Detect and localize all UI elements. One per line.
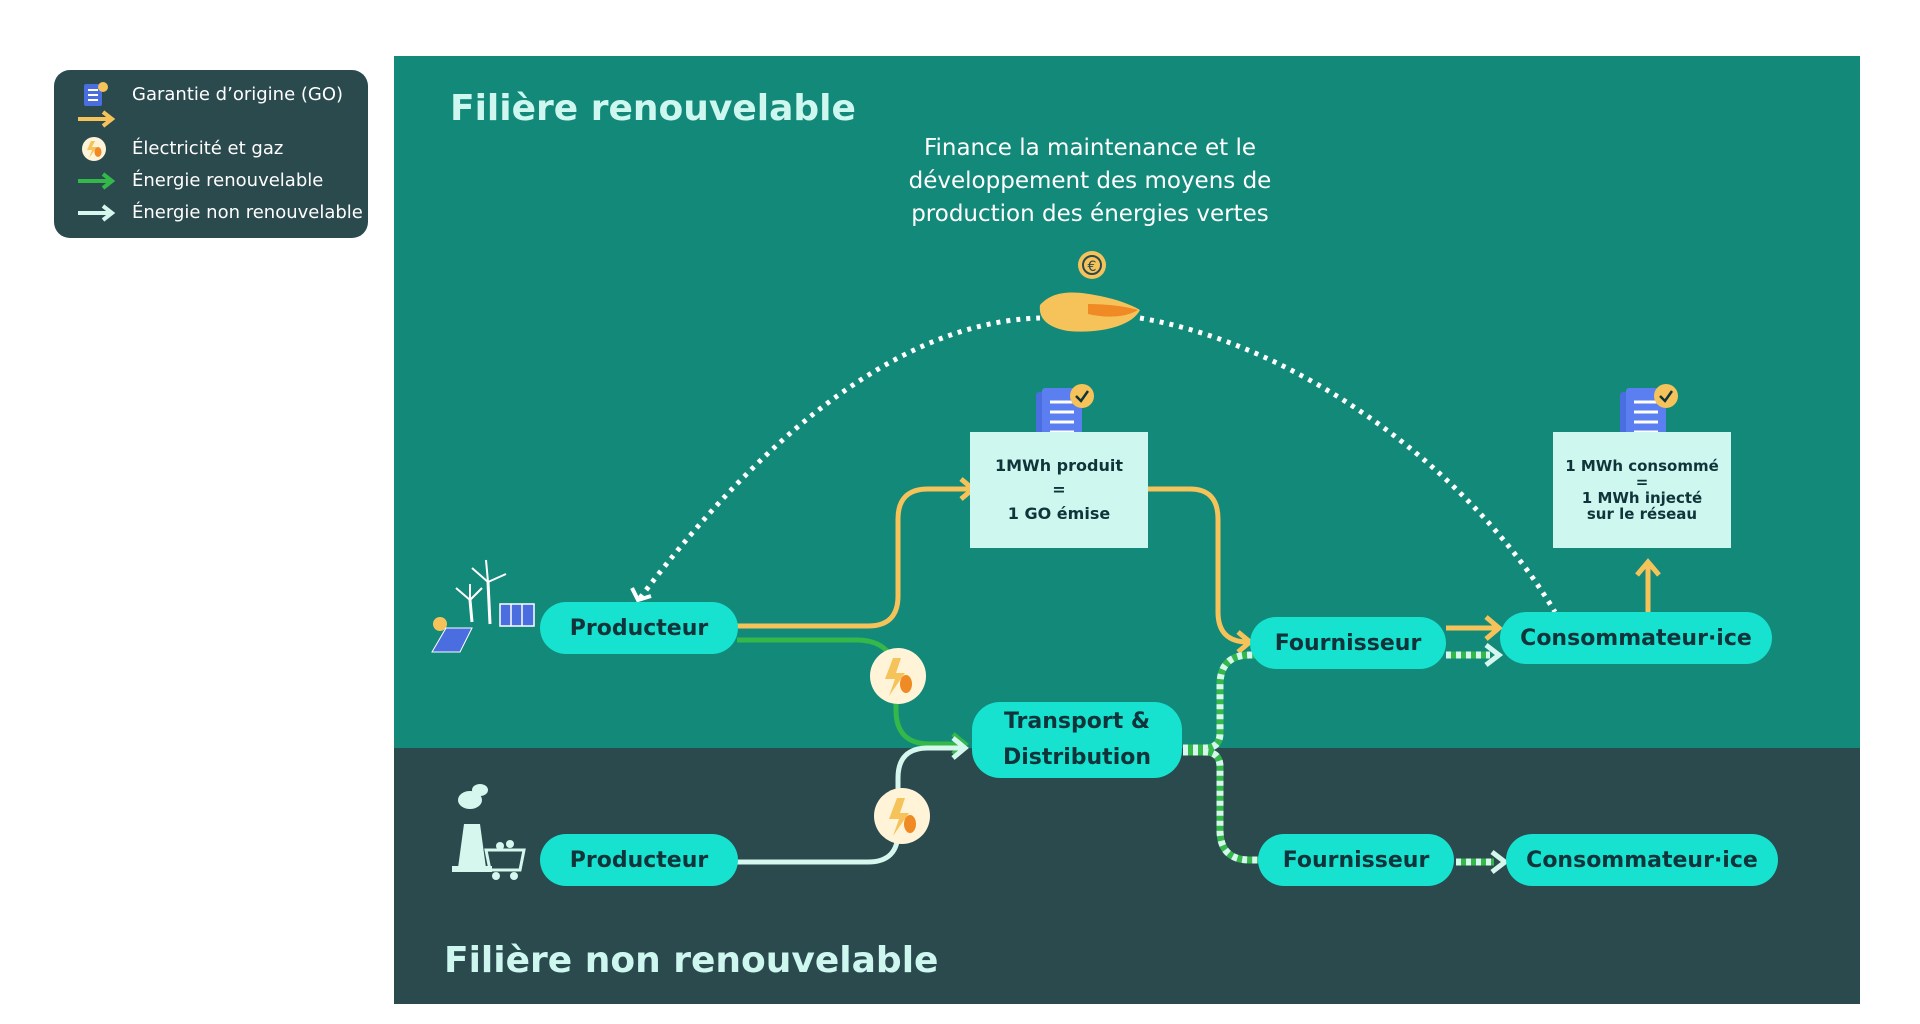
legend-item-go-arrow (54, 104, 368, 134)
renewable-title: Filière renouvelable (450, 88, 856, 129)
legend-label-electricity: Électricité et gaz (132, 138, 284, 159)
go-emission-box: 1MWh produit = 1 GO émise (970, 432, 1148, 548)
supplier-nonrenewable: Fournisseur (1258, 834, 1454, 886)
legend-item-go: Garantie d’origine (GO) (54, 80, 368, 110)
consumer-renewable: Consommateur·ice (1500, 612, 1772, 664)
finance-arc-left (638, 315, 1041, 600)
yellow-arrow-icon (78, 110, 116, 128)
consumption-box-line2: = (1635, 473, 1649, 491)
legend-item-electricity: Électricité et gaz (54, 134, 368, 164)
go-box-line2: = (1052, 480, 1066, 499)
legend-label-go: Garantie d’origine (GO) (132, 84, 344, 105)
legend-label-nonrenewable: Énergie non renouvelable (132, 202, 363, 223)
nonrenewable-title: Filière non renouvelable (444, 940, 939, 981)
producer-renewable: Producteur (540, 602, 738, 654)
svg-text:€: € (1088, 259, 1097, 275)
legend: Garantie d’origine (GO) Électricité et g… (54, 70, 368, 238)
electricity-gas-icon (870, 648, 926, 704)
consumption-box-line4: sur le réseau (1586, 505, 1698, 523)
go-box-line1: 1MWh produit (995, 456, 1123, 475)
white-arrow-icon (78, 204, 116, 222)
consumption-box-line3: 1 MWh injecté (1581, 489, 1703, 507)
legend-label-renewable: Énergie renouvelable (132, 170, 324, 191)
coin-icon: € (1078, 251, 1106, 279)
factory-icon (452, 784, 526, 880)
consumption-box-line1: 1 MWh consommé (1565, 457, 1719, 475)
green-arrow-icon (78, 172, 116, 190)
finance-arc-right (1139, 315, 1558, 614)
transport-label-line2: Distribution (1002, 745, 1152, 770)
finance-arc-arrowhead (630, 587, 652, 603)
electricity-gas-icon (82, 137, 106, 161)
certificate-icon (84, 82, 108, 106)
go-box-line3: 1 GO émise (1007, 504, 1111, 523)
hand-icon (1039, 292, 1140, 332)
finance-note: Finance la maintenance et le développeme… (908, 135, 1272, 227)
legend-item-nonrenewable: Énergie non renouvelable (54, 198, 368, 228)
supplier-renewable: Fournisseur (1250, 617, 1446, 669)
legend-item-renewable: Énergie renouvelable (54, 166, 368, 196)
consumer-nonrenewable: Consommateur·ice (1506, 834, 1778, 886)
transport-label-line1: Transport & (1003, 709, 1151, 734)
electricity-gas-icon (874, 788, 930, 844)
producer-nonrenewable: Producteur (540, 834, 738, 886)
renewable-sources-icon (431, 559, 535, 653)
transport-distribution: Transport & Distribution (972, 702, 1182, 778)
consumption-box: 1 MWh consommé = 1 MWh injecté sur le ré… (1553, 432, 1731, 548)
